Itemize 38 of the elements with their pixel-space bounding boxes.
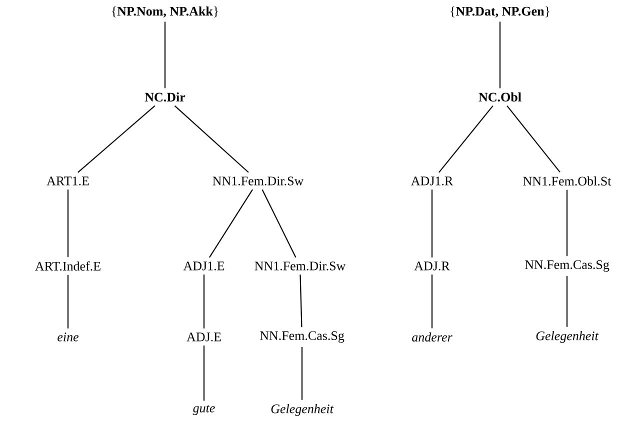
tree-node-label: NN1.Fem.Dir.Sw: [212, 176, 304, 186]
tree-edge: [301, 346, 303, 400]
tree-edge: [67, 190, 69, 258]
tree-node-label: ART.Indef.E: [35, 261, 100, 271]
tree-edge: [164, 22, 166, 88]
tree-node-label: ADJ1.E: [183, 262, 224, 270]
tree-node-label: NN.Fem.Cas.Sg: [260, 331, 344, 343]
tree-node-label: {NP.Dat, NP.Gen}: [450, 6, 550, 18]
tree-node-label: NC.Dir: [144, 92, 186, 102]
tree-node-label: ADJ1.R: [411, 176, 454, 186]
tree-edge: [566, 276, 568, 327]
tree-node-label: NC.Obl: [478, 92, 522, 102]
tree-edge: [262, 189, 296, 258]
tree-edge: [300, 274, 302, 328]
tree-edge: [431, 190, 433, 258]
tree-edge: [499, 22, 501, 88]
tree-node-label: NN1.Fem.Obl.St: [523, 176, 612, 186]
tree-edge: [174, 105, 249, 173]
tree-edge: [566, 190, 568, 256]
tree-node-label: ADJ.R: [414, 262, 450, 270]
tree-edge: [67, 274, 69, 328]
tree-node-label: Gelegenheit: [271, 404, 334, 416]
tree-node-label: ADJ.E: [186, 332, 221, 342]
tree-node-label: ART1.E: [46, 176, 89, 186]
tree-edge: [203, 274, 205, 328]
tree-edge: [431, 274, 433, 328]
tree-node-label: NN.Fem.Cas.Sg: [524, 260, 610, 272]
tree-node-label: anderer: [412, 332, 452, 342]
tree-node-label: {NP.Nom, NP.Akk}: [112, 6, 218, 18]
tree-edge: [203, 346, 205, 401]
tree-edge: [78, 105, 156, 173]
tree-node-label: Gelegenheit: [536, 331, 599, 343]
tree-node-label: eine: [58, 332, 79, 342]
tree-node-label: gute: [192, 404, 215, 416]
tree-edge: [506, 105, 560, 173]
tree-node-label: NN1.Fem.Dir.Sw: [254, 262, 346, 270]
tree-edge: [209, 189, 254, 258]
tree-edge: [438, 105, 494, 173]
